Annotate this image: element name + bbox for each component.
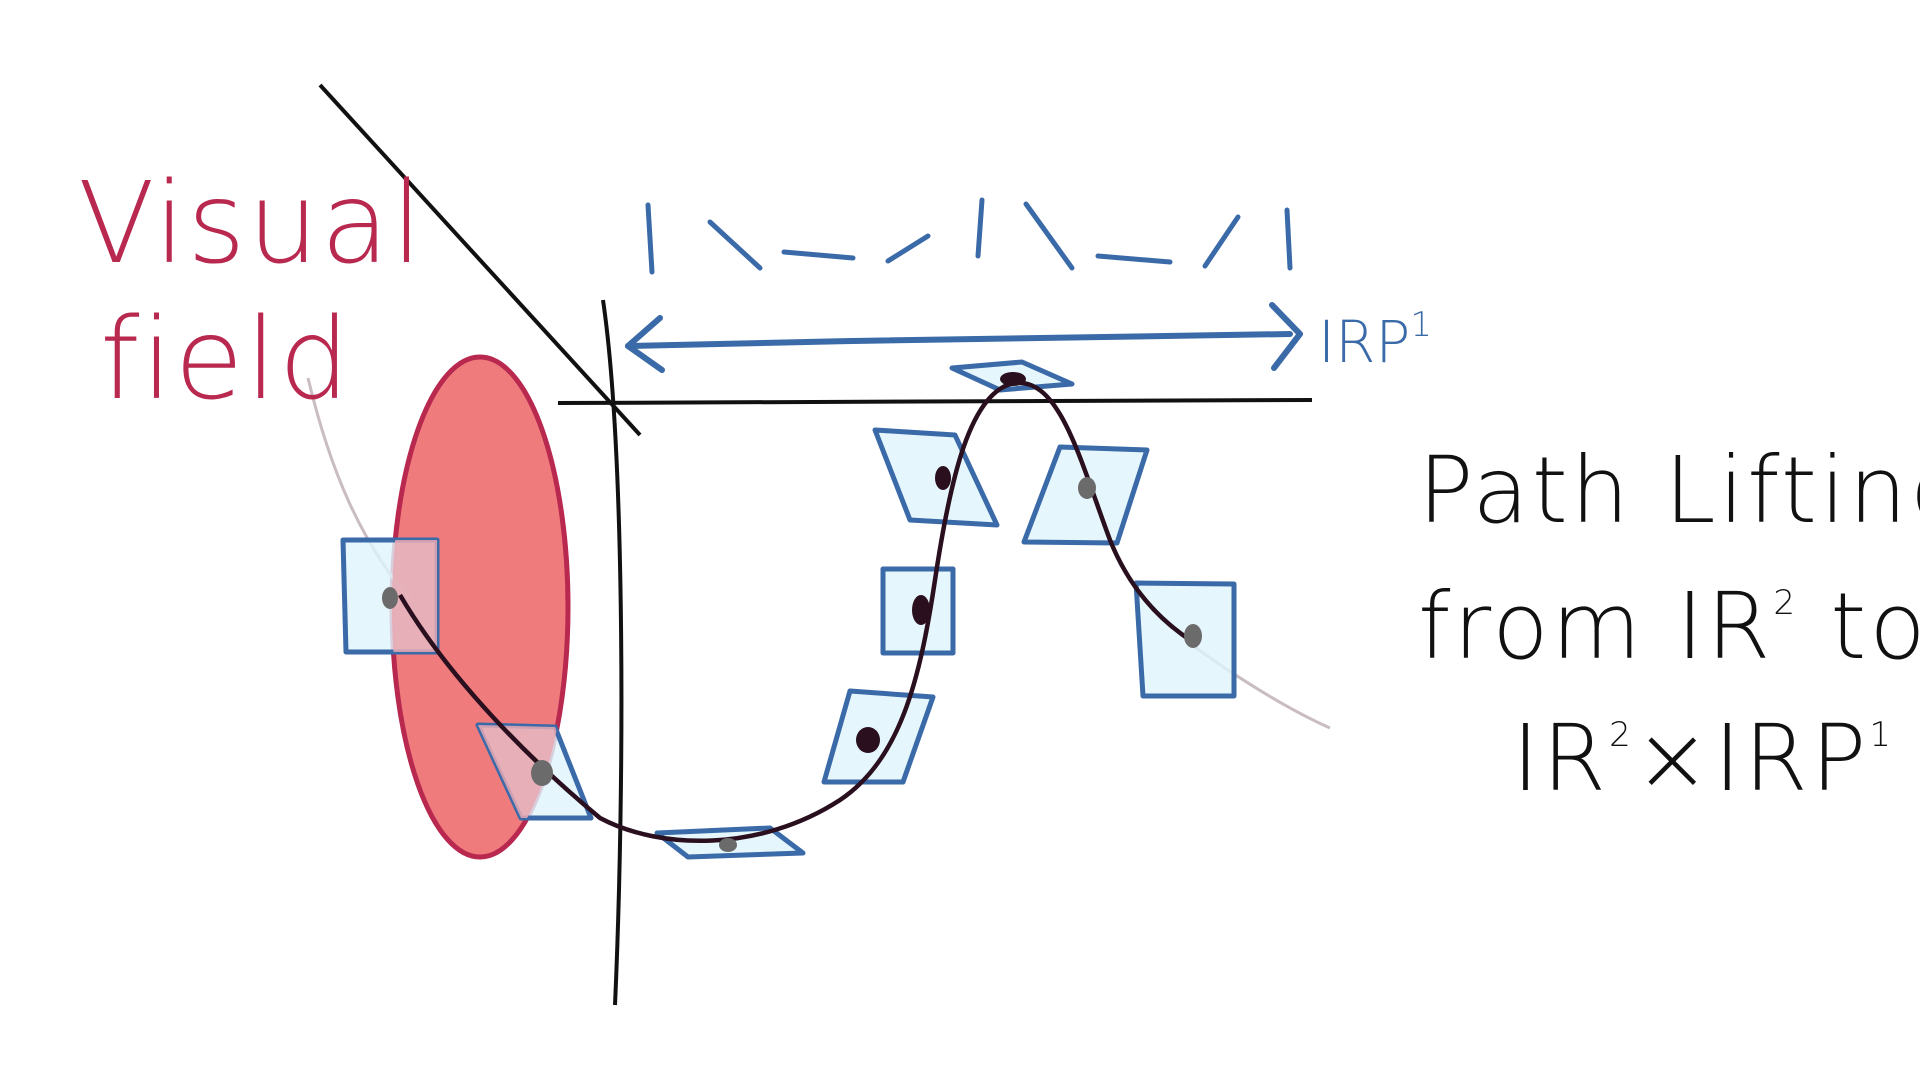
rp1-arrowhead-left [625,315,665,373]
path-point [719,838,737,852]
orientation-tick [1284,207,1293,271]
caption-line1: Path Lifting [1418,437,1920,544]
orientation-tick [707,219,763,271]
fiber-label: IRP1 [1318,305,1432,376]
horizontal-axis-line [557,398,1313,405]
path-point [1184,624,1202,648]
orientation-tick [1023,201,1075,271]
orientation-tick [885,233,931,264]
path-point [912,595,930,625]
orientation-tick [1202,214,1241,269]
caption-line3: IR2×IRP1 [1512,705,1894,812]
rp1-arrowhead-right [1269,302,1303,371]
caption-line2: from IR2 to [1418,573,1920,680]
visual-field-label: Visual [78,159,424,289]
path-point [856,727,880,753]
lifted-path-curve [398,380,1192,843]
orientation-tick [781,249,856,261]
rp1-double-arrow [625,331,1293,349]
path-point [531,760,553,786]
path-points [382,372,1202,852]
orientation-ticks [645,197,1293,275]
diagonal-axis-line [318,83,642,437]
orientation-tick [645,202,655,275]
orientation-tick [975,197,985,259]
path-point [382,587,398,609]
orientation-tick [1095,253,1173,265]
vertical-axis-line [601,299,624,1006]
visual-field-label-line2: field [100,295,352,425]
path-point [1000,372,1026,386]
path-point [1078,477,1096,499]
path-point [935,466,951,490]
